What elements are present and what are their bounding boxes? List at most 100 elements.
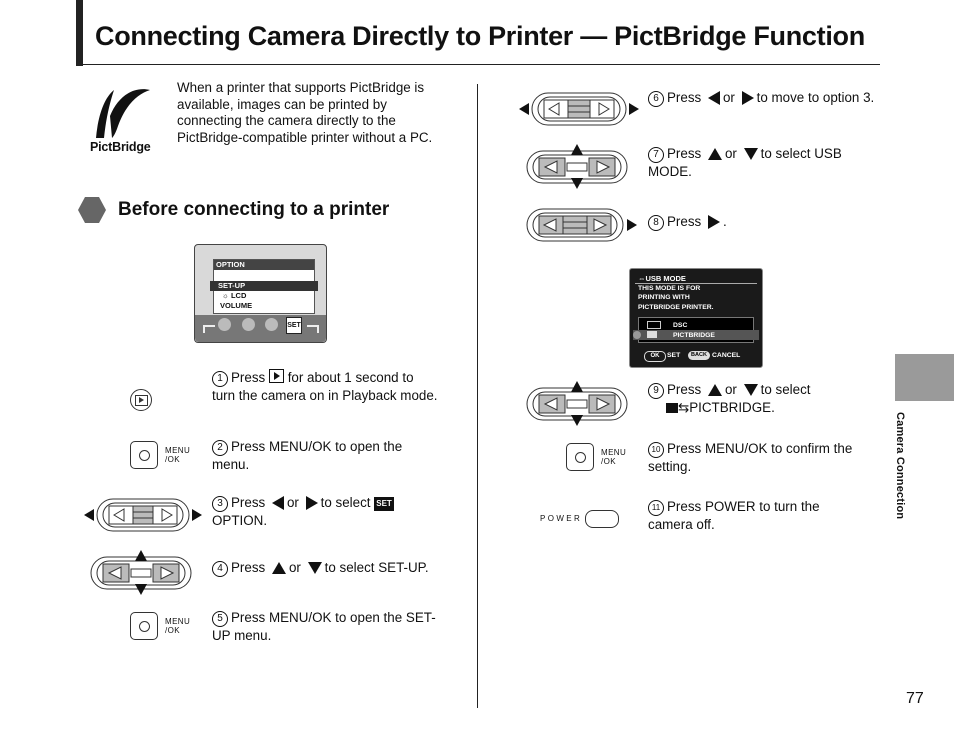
chapter-tab: [895, 354, 954, 401]
dpad-up-down-icon-2: [525, 144, 629, 189]
down-arrow-icon: [307, 562, 322, 575]
menu-ok-button-icon-3: [566, 443, 594, 471]
back-arrow-icon: [203, 325, 215, 333]
usb-mode-title: ⇔USB MODE: [638, 274, 686, 283]
right-arrow-icon: [305, 496, 318, 511]
option-item-volume: VOLUME: [220, 301, 253, 310]
set-badge-icon: SET: [374, 497, 394, 511]
up-arrow-icon: [707, 148, 722, 161]
pictbridge-logo: PictBridge: [88, 86, 156, 158]
set-label: SET: [667, 352, 681, 359]
print-icon: [242, 318, 255, 331]
back-key-icon: BACK: [688, 351, 710, 360]
playback-triangle-icon: [139, 397, 144, 403]
menu-ok-label-1: MENU/OK: [165, 446, 191, 464]
step-number: 10: [648, 442, 664, 458]
section-title: Before connecting to a printer: [118, 199, 390, 220]
ok-key-icon: OK: [644, 351, 666, 362]
menu-ok-button-icon-1: [130, 441, 158, 469]
menu-ok-label-3: MENU/OK: [601, 448, 627, 466]
left-arrow-icon: [271, 496, 284, 511]
usb-link-icon: ⇆: [678, 400, 690, 415]
step-number: 4: [212, 561, 228, 577]
step-number: 9: [648, 383, 664, 399]
chapter-label: Camera Connection: [894, 412, 906, 520]
right-arrow-icon: [707, 215, 720, 230]
option-item-lcd: ☼ LCD: [222, 291, 246, 300]
print-icon: [647, 331, 657, 338]
option-icon-strip: SET: [195, 315, 326, 342]
usb-title-rule: [635, 283, 757, 284]
step-number: 11: [648, 500, 664, 516]
playback-button-icon: [130, 389, 152, 411]
option-menu-panel: OPTION SET-UP ☼ LCD VOLUME: [210, 259, 318, 314]
usb-option-selected: PICTBRIDGE: [633, 330, 759, 340]
protect-icon: [265, 318, 278, 331]
playback-square-icon: [135, 395, 148, 406]
pictbridge-logo-text: PictBridge: [90, 140, 151, 154]
title-accent-bar: [76, 0, 83, 66]
step-number: 6: [648, 91, 664, 107]
usb-option-pictbridge: PICTBRIDGE: [673, 332, 715, 339]
down-arrow-icon: [743, 148, 758, 161]
dsc-icon: [647, 321, 661, 329]
page-title: Connecting Camera Directly to Printer — …: [95, 21, 865, 51]
title-rule: [76, 64, 880, 65]
up-arrow-icon: [271, 562, 286, 575]
dpad-up-down-icon: [89, 550, 193, 595]
usb-mode-description: THIS MODE IS FOR PRINTING WITH PICTBRIDG…: [638, 285, 714, 311]
selector-dot-icon: [633, 331, 641, 339]
forward-arrow-icon: [307, 325, 319, 333]
column-divider: [477, 84, 478, 708]
playback-icon: [268, 369, 284, 383]
menu-ok-label-2: MENU/OK: [165, 617, 191, 635]
menu-ok-inner-icon: [575, 452, 586, 463]
step-number: 1: [212, 371, 228, 387]
down-arrow-icon: [743, 384, 758, 397]
menu-ok-inner-icon: [139, 621, 150, 632]
right-arrow-icon: [741, 91, 754, 106]
left-arrow-icon: [707, 91, 720, 106]
cancel-label: CANCEL: [712, 352, 741, 359]
step-number: 5: [212, 611, 228, 627]
option-menu-screen: OPTION SET-UP ☼ LCD VOLUME SET: [194, 244, 327, 343]
dpad-right-icon: [525, 208, 637, 242]
option-menu-title: OPTION: [214, 260, 314, 270]
option-item-lcd-label: LCD: [230, 291, 247, 300]
step-number: 3: [212, 496, 228, 512]
usb-option-dsc: DSC: [673, 322, 688, 329]
usb-icon: ⇔: [638, 274, 646, 283]
intro-text: When a printer that supports PictBridge …: [177, 80, 433, 145]
dpad-left-right-icon: [84, 497, 202, 533]
set-badge-icon: SET: [286, 317, 302, 334]
hexagon-icon: [77, 196, 107, 229]
usb-options-list: DSC PICTBRIDGE: [633, 317, 759, 343]
trash-icon: [218, 318, 231, 331]
page-number: 77: [906, 690, 924, 707]
power-label: POWER: [540, 514, 583, 523]
pictbridge-logo-icon: [96, 89, 150, 138]
step-number: 2: [212, 440, 228, 456]
dpad-left-right-icon-2: [519, 92, 639, 126]
dpad-up-down-icon-3: [525, 381, 629, 426]
up-arrow-icon: [707, 384, 722, 397]
power-button-icon: [585, 510, 619, 528]
menu-ok-inner-icon: [139, 450, 150, 461]
printer-icon: [666, 403, 678, 413]
step-number: 8: [648, 215, 664, 231]
usb-mode-screen: ⇔USB MODE THIS MODE IS FOR PRINTING WITH…: [629, 268, 763, 368]
brightness-icon: ☼: [222, 291, 229, 300]
option-item-setup: SET-UP: [210, 281, 318, 291]
step-number: 7: [648, 147, 664, 163]
menu-ok-button-icon-2: [130, 612, 158, 640]
